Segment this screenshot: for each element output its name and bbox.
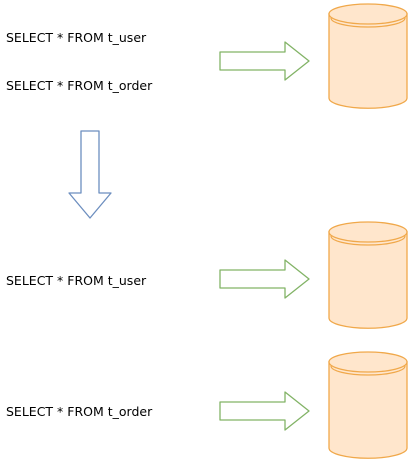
arrow-right-icon (219, 41, 310, 81)
sql-query-order-before: SELECT * FROM t_order (6, 78, 153, 93)
arrow-down-icon (68, 130, 112, 219)
sql-query-user-after: SELECT * FROM t_user (6, 273, 147, 288)
after-split-order-group: SELECT * FROM t_order (6, 351, 408, 459)
database-icon (328, 221, 408, 329)
after-split-user-group: SELECT * FROM t_user (6, 221, 408, 329)
sql-query-user-before: SELECT * FROM t_user (6, 30, 147, 45)
before-split-group: SELECT * FROM t_user SELECT * FROM t_ord… (6, 3, 408, 109)
arrow-right-icon (219, 391, 310, 431)
database-icon (328, 3, 408, 109)
arrow-right-icon (219, 259, 310, 299)
sql-query-order-after: SELECT * FROM t_order (6, 404, 153, 419)
database-icon (328, 351, 408, 459)
